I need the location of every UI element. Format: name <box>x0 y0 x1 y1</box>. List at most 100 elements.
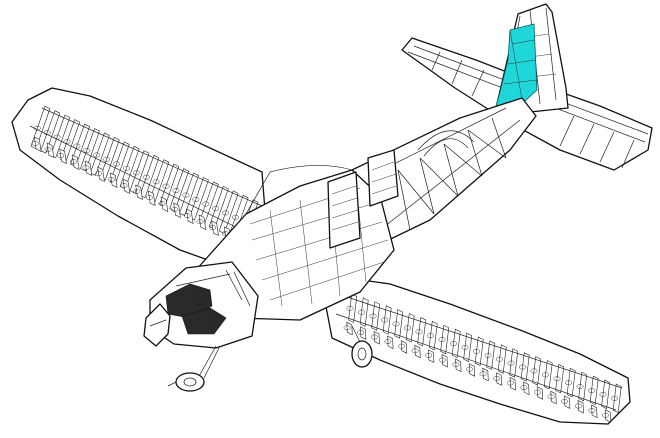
right-wing-rib <box>532 356 542 386</box>
left-wing-rib-lightening-hole <box>172 188 180 194</box>
right-wing <box>323 277 631 425</box>
left-wing-rib-lightening-hole <box>152 179 160 185</box>
right-wing-rib <box>578 371 588 402</box>
right-wing-rib-lightening-hole <box>530 368 538 374</box>
right-wing-rib-lightening-hole <box>473 348 480 354</box>
engine <box>165 269 251 335</box>
propeller-spinner <box>143 303 171 347</box>
right-wing-rib <box>451 328 461 359</box>
left-wing-flap-rib <box>211 220 219 237</box>
left-wing-flap-rib-lightening-hole <box>171 207 179 213</box>
right-wing-flap-rib-lightening-hole <box>588 408 596 414</box>
right-wing-flap-rib-lightening-hole <box>411 348 419 354</box>
left-wing-flap-rib-lightening-hole <box>44 147 52 153</box>
landing-gear <box>167 325 373 392</box>
left-wing-rib-lightening-hole <box>212 205 220 211</box>
left-wing-flap-rib <box>109 172 118 189</box>
left-wing-flap-rib <box>147 190 156 207</box>
left-wing-flap-rib <box>160 196 169 213</box>
main-wheel <box>351 325 373 368</box>
left-wing-rib-lightening-hole <box>162 183 170 189</box>
left-wing-rib-lightening-hole <box>202 201 210 207</box>
right-wing-rib <box>555 363 565 394</box>
vertical-fin <box>495 3 569 113</box>
left-wing-flap-rib-lightening-hole <box>31 141 39 147</box>
right-wing-flap-rib-lightening-hole <box>466 366 473 372</box>
right-wing-rib-lightening-hole <box>599 391 607 397</box>
right-wing-rib <box>405 313 415 343</box>
right-wing-rib-lightening-hole <box>392 321 400 327</box>
right-wing-flap-rib-lightening-hole <box>479 371 487 377</box>
right-wing-rib <box>463 332 473 363</box>
fuselage <box>143 97 537 349</box>
right-wing-rib <box>566 367 576 398</box>
highlighted-fin-spar <box>495 23 538 107</box>
right-wing-flap-rib-lightening-hole <box>452 362 460 368</box>
left-wing-flap-rib-lightening-hole <box>158 201 166 207</box>
left-wing-rib-lightening-hole <box>182 192 190 198</box>
right-wing-rib <box>394 309 404 339</box>
right-wing-rib-lightening-hole <box>588 388 595 393</box>
right-wing-rib-lightening-hole <box>507 360 515 366</box>
right-wing-rib <box>440 324 450 355</box>
right-wing-rib-lightening-hole <box>358 309 365 315</box>
left-wing-flap-rib <box>59 148 67 165</box>
left-wing-flap-rib-lightening-hole <box>196 219 204 225</box>
right-wing-flap-rib-lightening-hole <box>370 334 378 340</box>
right-wing-rib <box>474 336 484 367</box>
left-wing-flap-rib <box>185 208 194 225</box>
right-wing-rib-lightening-hole <box>519 364 526 370</box>
right-wing-flap-rib-lightening-hole <box>438 357 446 363</box>
left-wing-flap-rib <box>198 214 207 231</box>
left-wing-flap-rib <box>135 184 143 201</box>
left-wing-rib-lightening-hole <box>83 148 91 153</box>
right-wing-rib <box>428 320 438 351</box>
left-wing-flap-rib-lightening-hole <box>107 177 115 183</box>
left-wing-flap-rib-lightening-hole <box>57 153 65 159</box>
left-wing-flap-rib <box>122 178 131 195</box>
right-wing-flap-rib-lightening-hole <box>602 412 609 418</box>
left-wing-rib-lightening-hole <box>222 210 229 216</box>
left-wing-rib-lightening-hole <box>192 197 200 202</box>
right-wing-rib-lightening-hole <box>415 329 423 335</box>
left-wing-flap-rib-lightening-hole <box>82 165 90 171</box>
right-wing-flap-rib-lightening-hole <box>561 398 569 404</box>
right-wing-flap-rib-lightening-hole <box>425 352 433 358</box>
right-wing-rib <box>486 340 496 370</box>
right-wing-rib <box>382 305 392 335</box>
left-wing-flap-rib-lightening-hole <box>145 195 153 201</box>
left-wing-rib-lightening-hole <box>113 161 120 167</box>
right-wing-rib <box>348 293 358 323</box>
right-wing-rib <box>509 348 519 378</box>
right-wing-rib <box>371 301 381 331</box>
right-wing-rib-lightening-hole <box>496 356 503 362</box>
left-wing-flap-rib-lightening-hole <box>69 159 77 165</box>
right-wing-rib <box>359 297 369 327</box>
right-wing-rib-lightening-hole <box>542 372 549 378</box>
right-wing-rib-lightening-hole <box>381 317 388 323</box>
left-wing-flap-rib-lightening-hole <box>120 183 128 189</box>
right-wing-rib <box>497 344 507 374</box>
left-wing-rib-lightening-hole <box>142 174 150 180</box>
nose-wheel <box>167 372 205 392</box>
right-wing-flap-rib-lightening-hole <box>357 329 365 335</box>
right-wing-rib-lightening-hole <box>438 337 446 343</box>
left-wing-rib-lightening-hole <box>231 214 239 220</box>
right-wing-flap-rib-lightening-hole <box>574 403 582 409</box>
left-wing-rib-lightening-hole <box>103 156 111 162</box>
right-wing-rib-lightening-hole <box>427 333 434 339</box>
right-wing-rib-lightening-hole <box>346 305 354 311</box>
right-wing-rib <box>612 383 622 414</box>
right-wing-rib <box>589 375 599 406</box>
left-wing-rib-lightening-hole <box>122 165 130 171</box>
right-wing-flap-rib-lightening-hole <box>534 389 541 395</box>
right-wing-structure <box>343 293 622 423</box>
left-wing-flap-rib-lightening-hole <box>183 213 191 219</box>
right-wing-flap-rib-lightening-hole <box>520 385 528 391</box>
left-wing-rib-lightening-hole <box>73 143 81 149</box>
right-wing-rib <box>543 360 553 390</box>
right-wing-rib-lightening-hole <box>553 376 561 382</box>
left-wing-flap-rib <box>71 154 80 171</box>
left-wing-flap-rib-lightening-hole <box>133 189 141 195</box>
